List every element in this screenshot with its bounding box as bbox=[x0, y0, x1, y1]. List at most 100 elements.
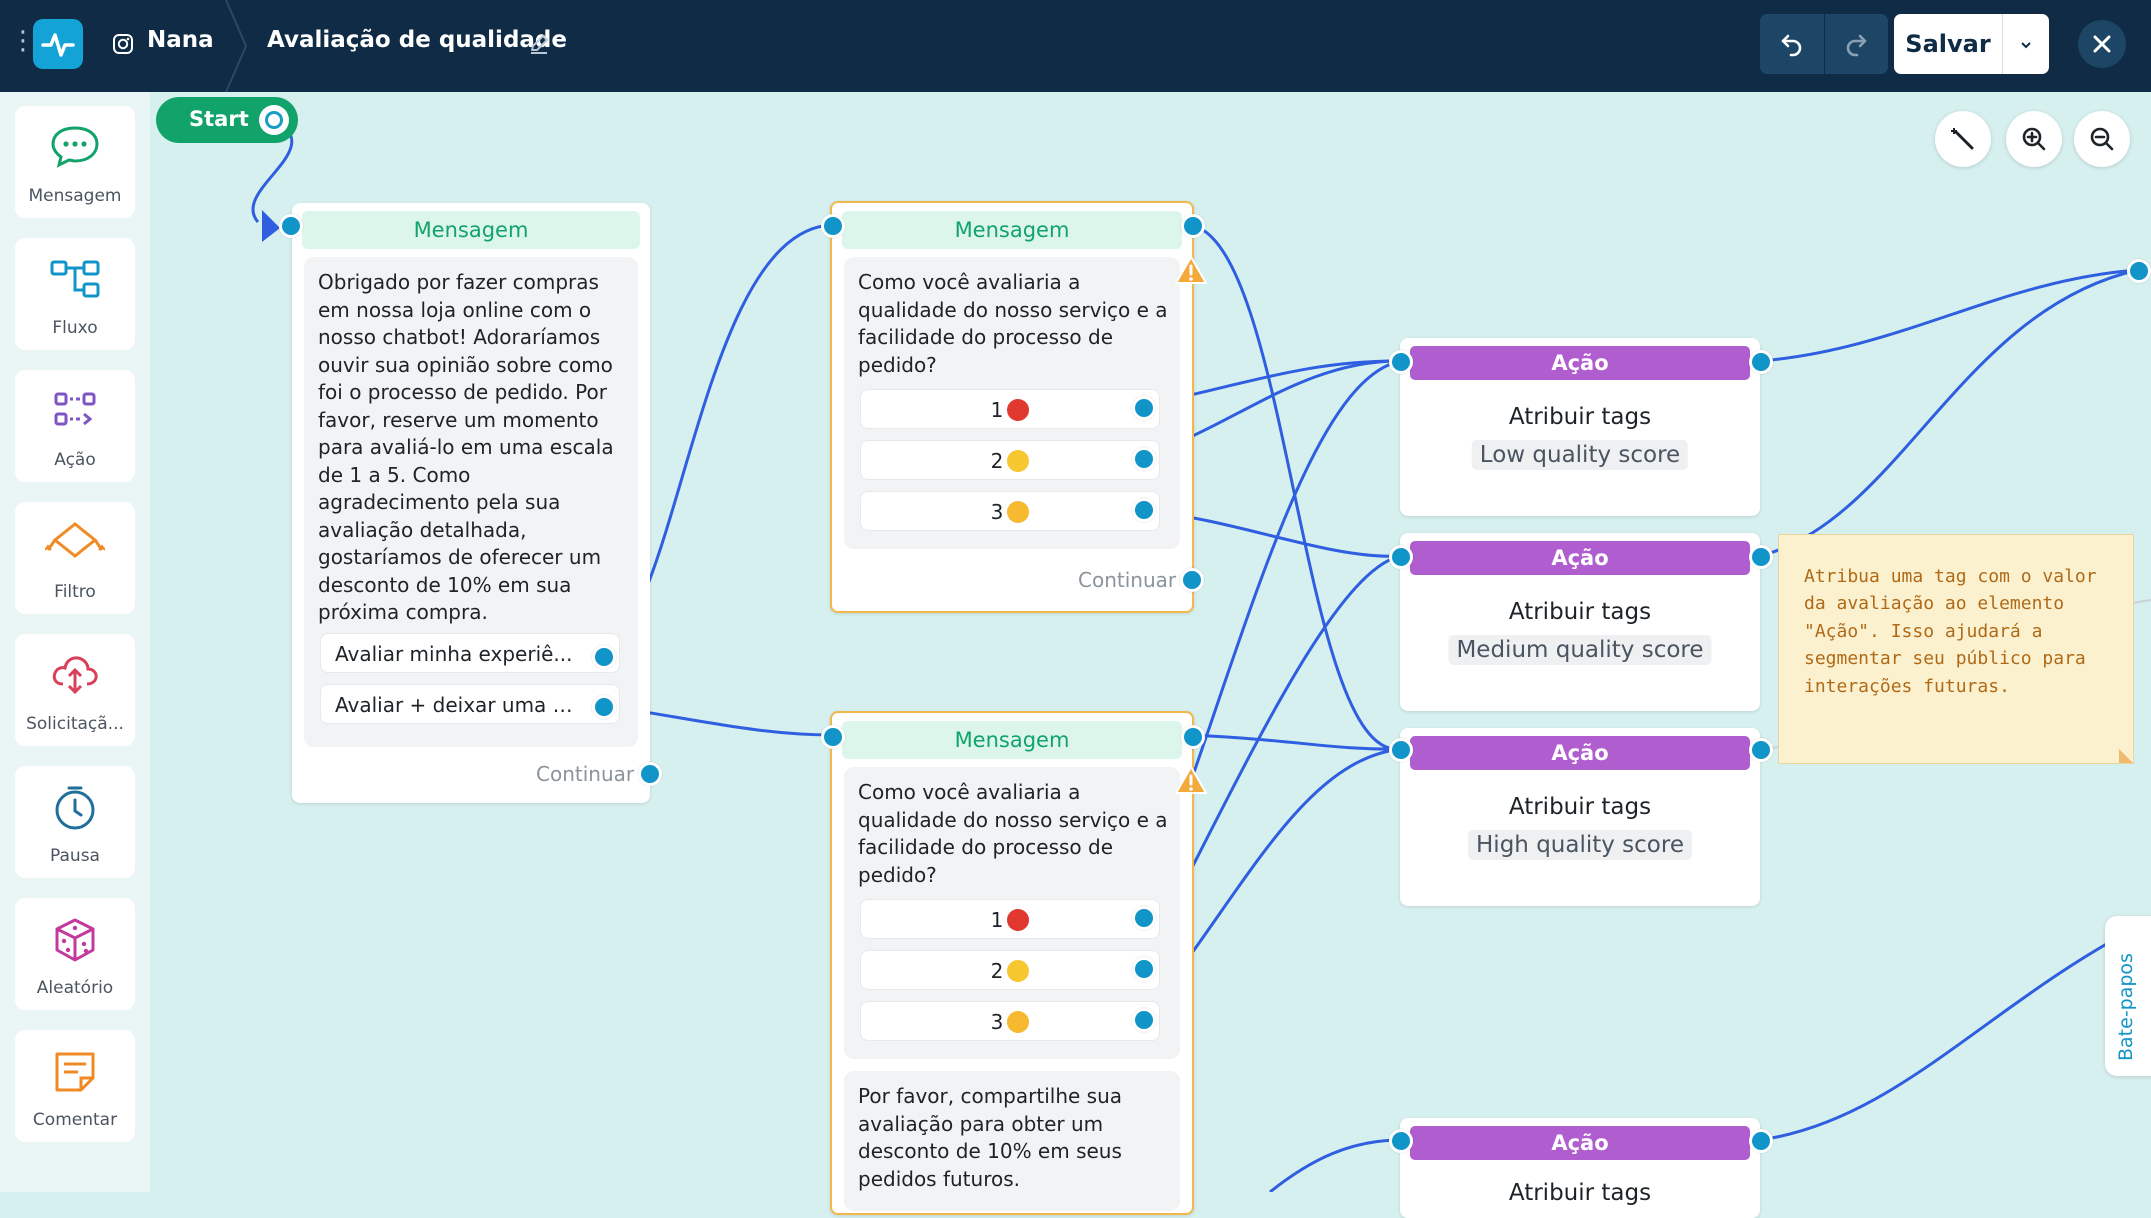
action-node-title: Ação bbox=[1410, 346, 1750, 380]
quick-reply-button[interactable]: Avaliar + deixar uma a... bbox=[320, 684, 620, 724]
rating-button-1[interactable]: 1 bbox=[860, 899, 1160, 939]
angry-emoji-icon bbox=[1007, 909, 1030, 931]
warning-icon[interactable] bbox=[1174, 255, 1208, 285]
button-output-port[interactable] bbox=[592, 645, 616, 669]
action-node-title: Ação bbox=[1410, 1126, 1750, 1160]
thinking-emoji-icon bbox=[1007, 501, 1030, 523]
button-output-port[interactable] bbox=[1132, 1008, 1156, 1032]
breadcrumb-separator bbox=[225, 0, 248, 92]
button-output-port[interactable] bbox=[592, 695, 616, 719]
chats-side-tab[interactable]: Bate-papos bbox=[2105, 916, 2151, 1076]
palette-item-action[interactable]: Ação bbox=[15, 370, 135, 482]
action-node-medium[interactable]: Ação Atribuir tags Medium quality score bbox=[1400, 533, 1760, 711]
wire-a2-out bbox=[1759, 268, 2139, 558]
button-output-port[interactable] bbox=[1132, 498, 1156, 522]
button-output-port[interactable] bbox=[1132, 906, 1156, 930]
more-menu-icon[interactable]: ⋮ bbox=[10, 26, 36, 56]
message-node-1[interactable]: Mensagem Obrigado por fazer compras em n… bbox=[292, 203, 650, 803]
continue-output-port[interactable] bbox=[638, 762, 662, 786]
action-input-port[interactable] bbox=[1389, 738, 1413, 762]
auto-arrange-button[interactable] bbox=[1935, 111, 1991, 167]
start-output-port[interactable] bbox=[259, 105, 289, 135]
redo-icon bbox=[1846, 34, 1867, 57]
button-output-port[interactable] bbox=[1132, 396, 1156, 420]
palette-item-random[interactable]: Aleatório bbox=[15, 898, 135, 1010]
start-node[interactable]: Start bbox=[156, 97, 298, 143]
palette-label: Comentar bbox=[32, 1110, 118, 1130]
flow-title[interactable]: Avaliação de qualidade bbox=[267, 27, 567, 53]
app-logo[interactable] bbox=[33, 19, 83, 69]
action-node-title: Ação bbox=[1410, 541, 1750, 575]
warning-icon[interactable] bbox=[1174, 765, 1208, 795]
action-input-port[interactable] bbox=[1389, 1129, 1413, 1153]
action-type: Atribuir tags bbox=[1508, 599, 1652, 625]
action-output-port[interactable] bbox=[1749, 350, 1773, 374]
tag-chip: High quality score bbox=[1468, 830, 1692, 860]
zoom-out-button[interactable] bbox=[2074, 111, 2130, 167]
message-node-3[interactable]: Mensagem Como você avaliaria a qualidade… bbox=[830, 711, 1194, 1215]
palette-label: Fluxo bbox=[52, 318, 98, 338]
tag-chip: Medium quality score bbox=[1448, 635, 1712, 665]
palette-item-message[interactable]: Mensagem bbox=[15, 106, 135, 218]
action-node-4[interactable]: Ação Atribuir tags bbox=[1400, 1118, 1760, 1218]
save-options-dropdown[interactable] bbox=[2002, 14, 2049, 74]
rating-button-3[interactable]: 3 bbox=[860, 491, 1160, 531]
button-output-port[interactable] bbox=[1132, 447, 1156, 471]
rating-button-1[interactable]: 1 bbox=[860, 389, 1160, 429]
rating-label: 3 bbox=[990, 1010, 1004, 1034]
note-resize-handle[interactable] bbox=[2119, 749, 2133, 763]
entry-arrow-icon bbox=[262, 210, 280, 242]
node-input-port[interactable] bbox=[821, 214, 845, 238]
close-button[interactable] bbox=[2078, 20, 2126, 68]
save-button-label: Salvar bbox=[1905, 30, 1991, 58]
node-input-port[interactable] bbox=[821, 725, 845, 749]
rating-label: 2 bbox=[990, 959, 1004, 983]
action-output-port[interactable] bbox=[1749, 738, 1773, 762]
action-input-port[interactable] bbox=[1389, 545, 1413, 569]
rating-button-3[interactable]: 3 bbox=[860, 1001, 1160, 1041]
close-icon bbox=[2093, 35, 2111, 53]
dice-icon bbox=[55, 918, 95, 962]
offscreen-node-input-port[interactable] bbox=[2127, 259, 2151, 283]
wire-a4-out bbox=[1759, 918, 2151, 1142]
redo-button[interactable] bbox=[1823, 14, 1889, 74]
palette-item-flow[interactable]: Fluxo bbox=[15, 238, 135, 350]
message-node-2[interactable]: Mensagem Como você avaliaria a qualidade… bbox=[830, 201, 1194, 613]
palette-item-request[interactable]: Solicitaçã... bbox=[15, 634, 135, 746]
action-output-port[interactable] bbox=[1749, 1129, 1773, 1153]
filter-icon bbox=[45, 522, 105, 558]
palette-item-filter[interactable]: Filtro bbox=[15, 502, 135, 614]
palette-label: Mensagem bbox=[28, 186, 122, 206]
action-output-port[interactable] bbox=[1749, 545, 1773, 569]
node-output-port[interactable] bbox=[1181, 214, 1205, 238]
zoom-out-icon bbox=[2090, 127, 2114, 151]
comment-note[interactable]: Atribua uma tag com o valor da avaliação… bbox=[1778, 534, 2134, 764]
message-text: Como você avaliaria a qualidade do nosso… bbox=[858, 780, 1168, 887]
node-title: Mensagem bbox=[842, 211, 1182, 249]
angry-emoji-icon bbox=[1007, 399, 1030, 421]
palette-item-pause[interactable]: Pausa bbox=[15, 766, 135, 878]
rating-button-2[interactable]: 2 bbox=[860, 440, 1160, 480]
quick-reply-button[interactable]: Avaliar minha experiê... bbox=[320, 633, 620, 673]
node-output-port[interactable] bbox=[1181, 725, 1205, 749]
continue-label: Continuar bbox=[536, 762, 635, 786]
comment-icon bbox=[55, 1052, 95, 1092]
save-button[interactable]: Salvar bbox=[1894, 14, 2049, 74]
action-node-high[interactable]: Ação Atribuir tags High quality score bbox=[1400, 728, 1760, 906]
node-input-port[interactable] bbox=[279, 214, 303, 238]
zoom-in-button[interactable] bbox=[2006, 111, 2062, 167]
undo-button[interactable] bbox=[1760, 14, 1824, 74]
rating-button-2[interactable]: 2 bbox=[860, 950, 1160, 990]
element-palette: Mensagem Fluxo Ação bbox=[0, 92, 150, 1192]
neutral-emoji-icon bbox=[1007, 960, 1030, 982]
palette-item-comment[interactable]: Comentar bbox=[15, 1030, 135, 1142]
action-type: Atribuir tags bbox=[1508, 794, 1652, 820]
thinking-emoji-icon bbox=[1007, 1011, 1030, 1033]
action-input-port[interactable] bbox=[1389, 350, 1413, 374]
pencil-edit-icon[interactable] bbox=[528, 33, 550, 55]
instagram-icon bbox=[113, 34, 133, 54]
continue-output-port[interactable] bbox=[1180, 568, 1204, 592]
action-node-low[interactable]: Ação Atribuir tags Low quality score bbox=[1400, 338, 1760, 516]
button-output-port[interactable] bbox=[1132, 957, 1156, 981]
account-name[interactable]: Nana bbox=[147, 27, 214, 53]
